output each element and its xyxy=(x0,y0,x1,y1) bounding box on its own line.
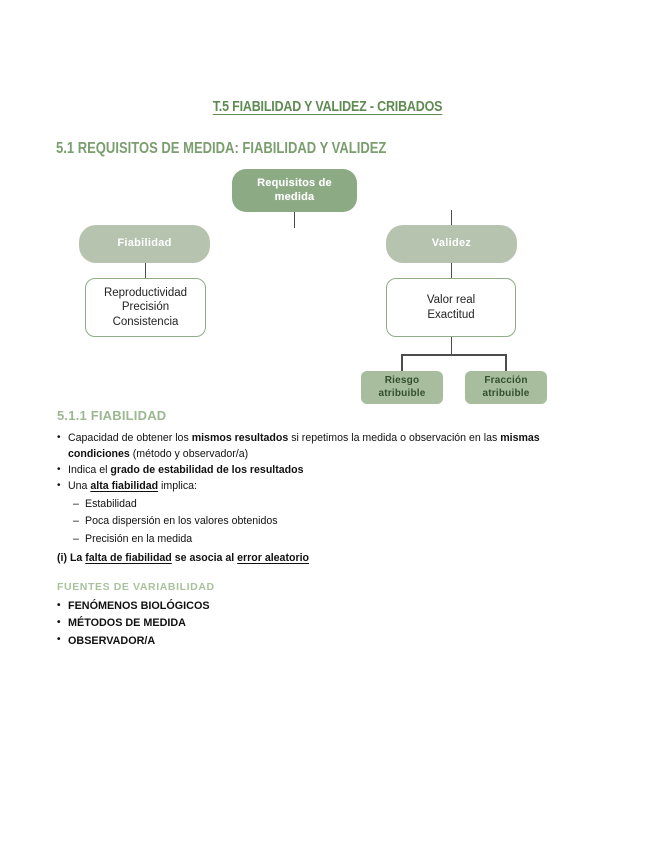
note-underline1: falta de fiabilidad xyxy=(85,552,172,564)
node-validez-label: Validez xyxy=(431,237,472,250)
connector-root-down xyxy=(293,212,296,228)
sub-item: Estabilidad xyxy=(57,496,557,512)
node-valor-real: Valor real Exactitud xyxy=(386,278,516,337)
note-error-aleatorio: (i) La falta de fiabilidad se asocia al … xyxy=(57,552,309,564)
bullet1-mid: si repetimos la medida o observación en … xyxy=(288,432,501,444)
connector-validez-down xyxy=(450,263,453,279)
node-reproductividad-label: Reproductividad Precisión Consistencia xyxy=(103,286,188,328)
list-item: FENÓMENOS BIOLÓGICOS xyxy=(57,597,357,615)
connector-branch-right xyxy=(505,354,507,372)
node-riesgo-atribuible: Riesgo atribuible xyxy=(361,371,443,404)
section-heading: 5.1 REQUISITOS DE MEDIDA: FIABILIDAD Y V… xyxy=(56,140,387,157)
node-fraccion-atribuible: Fracción atribuible xyxy=(465,371,547,404)
connector-valor-down xyxy=(450,337,453,355)
bullet3-post: implica: xyxy=(158,480,197,493)
node-fiabilidad: Fiabilidad xyxy=(79,225,210,263)
sources-heading: FUENTES DE VARIABILIDAD xyxy=(57,581,215,593)
node-requisitos-de-medida: Requisitos de medida xyxy=(232,169,357,212)
list-item: MÉTODOS DE MEDIDA xyxy=(57,615,357,632)
bullet1-bold1: mismos resultados xyxy=(191,432,289,444)
sub-item: Poca dispersión en los valores obtenidos xyxy=(57,513,557,529)
list-item: OBSERVADOR/A xyxy=(57,632,357,650)
bullet3-emphasis: alta fiabilidad xyxy=(90,480,159,493)
node-riesgo-label: Riesgo atribuible xyxy=(378,375,426,399)
bullet-item: Una alta fiabilidad implica: xyxy=(57,478,557,494)
connector-validez-up xyxy=(450,210,453,226)
sources-list: FENÓMENOS BIOLÓGICOS MÉTODOS DE MEDIDA O… xyxy=(57,597,357,650)
node-reproductividad: Reproductividad Precisión Consistencia xyxy=(85,278,206,337)
note-prefix: (i) La xyxy=(57,552,86,564)
node-fiabilidad-label: Fiabilidad xyxy=(117,237,172,250)
bullet2-pre: Indica el xyxy=(68,464,111,477)
note-mid: se asocia al xyxy=(171,552,238,564)
connector-fiabilidad-down xyxy=(144,263,147,279)
fiabilidad-body: Capacidad de obtener los mismos resultad… xyxy=(57,429,557,547)
connector-branch-horizontal xyxy=(401,354,506,356)
bullet2-bold: grado de estabilidad de los resultados xyxy=(110,464,304,477)
bullet-item: Capacidad de obtener los mismos resultad… xyxy=(57,429,557,462)
connector-branch-left xyxy=(401,354,403,372)
note-underline2: error aleatorio xyxy=(237,552,309,564)
document-title: T.5 FIABILIDAD Y VALIDEZ - CRIBADOS xyxy=(212,99,443,115)
bullet-item: Indica el grado de estabilidad de los re… xyxy=(57,462,557,478)
bullet1-bold2: mismas condiciones xyxy=(68,432,540,461)
bullet1-pre: Capacidad de obtener los xyxy=(68,432,192,444)
node-valor-real-label: Valor real Exactitud xyxy=(426,294,476,321)
bullet3-pre: Una xyxy=(68,480,91,493)
node-fraccion-label: Fracción atribuible xyxy=(482,375,530,399)
subsection-heading: 5.1.1 FIABILIDAD xyxy=(57,408,167,423)
bullet1-post: (método y observador/a) xyxy=(129,448,249,461)
requirements-flowchart: Requisitos de medida Fiabilidad Validez … xyxy=(0,160,655,405)
sub-item: Precisión en la medida xyxy=(57,531,557,547)
node-validez: Validez xyxy=(386,225,517,263)
node-requisitos-label: Requisitos de medida xyxy=(257,176,332,203)
